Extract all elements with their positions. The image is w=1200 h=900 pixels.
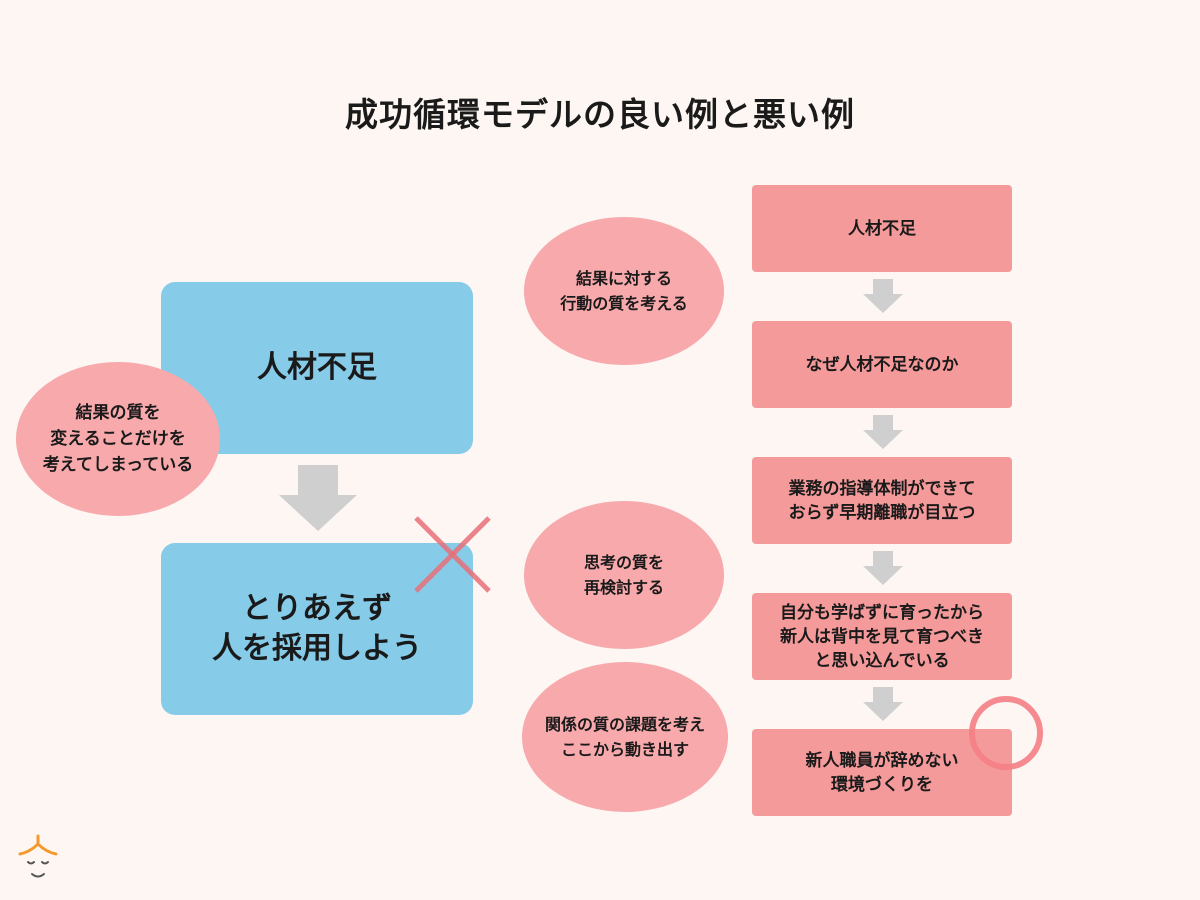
circle-mark-icon — [969, 696, 1043, 770]
right-step-5-label: 新人職員が辞めない 環境づくりを — [805, 750, 959, 795]
right-step-2-label: なぜ人材不足なのか — [805, 354, 959, 375]
left-down-arrow-icon — [279, 465, 357, 531]
right-step-1-label: 人材不足 — [848, 218, 916, 239]
diagram-title: 成功循環モデルの良い例と悪い例 — [345, 95, 855, 134]
right-down-arrow-icon — [863, 279, 903, 313]
right-speech-bubble-3: 関係の質の課題を考え ここから動き出す — [522, 662, 728, 812]
right-step-2: なぜ人材不足なのか — [752, 321, 1012, 408]
right-step-1: 人材不足 — [752, 185, 1012, 272]
left-speech-bubble: 結果の質を 変えることだけを 考えてしまっている — [16, 362, 220, 516]
right-step-4: 自分も学ばずに育ったから 新人は背中を見て育つべき と思い込んでいる — [752, 593, 1012, 680]
right-down-arrow-icon — [863, 551, 903, 585]
right-down-arrow-icon — [863, 415, 903, 449]
right-step-3-label: 業務の指導体制ができて おらず早期離職が目立つ — [788, 478, 976, 523]
left-box-shortage-label: 人材不足 — [257, 350, 377, 385]
right-speech-bubble-2: 思考の質を 再検討する — [524, 501, 724, 649]
right-down-arrow-icon — [863, 687, 903, 721]
left-speech-bubble-text: 結果の質を 変えることだけを 考えてしまっている — [42, 403, 194, 475]
left-box-hire-label: とりあえず 人を採用しよう — [212, 591, 422, 666]
right-speech-bubble-2-text: 思考の質を 再検討する — [583, 553, 664, 597]
left-box-hire: とりあえず 人を採用しよう — [161, 543, 473, 715]
right-speech-bubble-1-text: 結果に対する 行動の質を考える — [560, 269, 688, 313]
person-face-logo-icon — [18, 834, 58, 878]
right-speech-bubble-3-text: 関係の質の課題を考え ここから動き出す — [544, 715, 705, 759]
right-step-4-label: 自分も学ばずに育ったから 新人は背中を見て育つべき と思い込んでいる — [780, 602, 984, 671]
cross-mark-icon — [414, 516, 491, 593]
right-step-3: 業務の指導体制ができて おらず早期離職が目立つ — [752, 457, 1012, 544]
right-speech-bubble-1: 結果に対する 行動の質を考える — [524, 217, 724, 365]
right-step-5: 新人職員が辞めない 環境づくりを — [752, 729, 1012, 816]
